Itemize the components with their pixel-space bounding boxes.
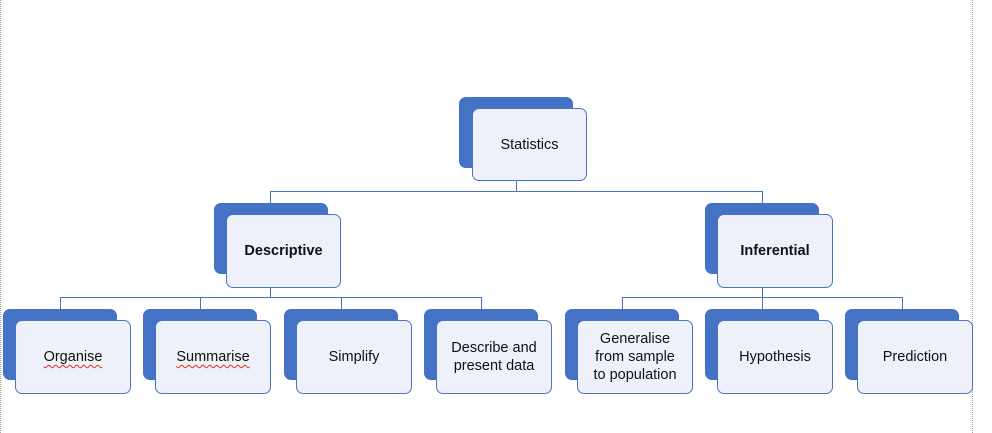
node-organise-box: Organise [15,320,131,394]
node-statistics-label: Statistics [500,136,559,153]
page-left-edge [0,0,1,433]
node-simplify-box: Simplify [296,320,412,394]
node-describe-present-box: Describe and present data [436,320,552,394]
node-organise-label: Organise [43,349,103,365]
node-generalise-box: Generalise from sample to population [577,320,693,394]
node-inferential-label: Inferential [740,243,810,259]
node-hypothesis-label: Hypothesis [739,349,811,365]
page-right-edge [972,0,973,433]
node-summarise-box: Summarise [155,320,271,394]
node-statistics-box: Statistics [472,108,587,181]
node-summarise-label: Summarise [176,349,250,365]
node-describe-present-label: Describe and present data [451,340,537,374]
node-descriptive-box: Descriptive [226,214,341,288]
node-prediction-label: Prediction [882,349,948,365]
node-inferential-box: Inferential [717,214,833,288]
node-generalise-label: Generalise from sample to population [593,331,677,383]
node-simplify-label: Simplify [328,349,380,365]
node-descriptive-label: Descriptive [244,243,323,259]
node-hypothesis-box: Hypothesis [717,320,833,394]
node-prediction-box: Prediction [857,320,973,394]
